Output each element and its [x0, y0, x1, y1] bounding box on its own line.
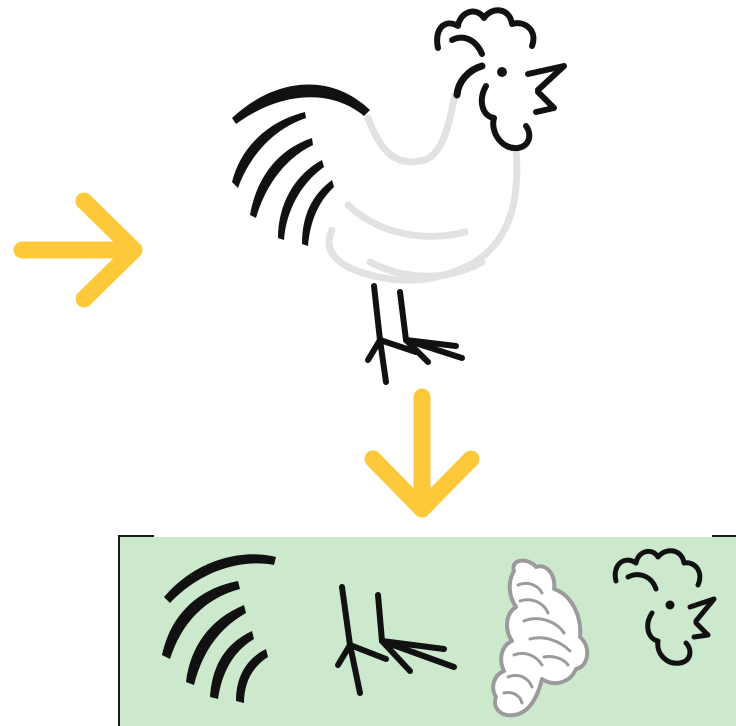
- intestine-icon: [484, 537, 594, 726]
- arrow-down-icon: [355, 385, 490, 525]
- head-comb-icon: [612, 537, 722, 726]
- rooster-icon: [220, 0, 580, 390]
- feet-icon: [326, 537, 466, 726]
- parts-panel: [118, 537, 736, 726]
- tail-feathers-icon: [156, 537, 286, 726]
- arrow-right-icon: [10, 185, 150, 315]
